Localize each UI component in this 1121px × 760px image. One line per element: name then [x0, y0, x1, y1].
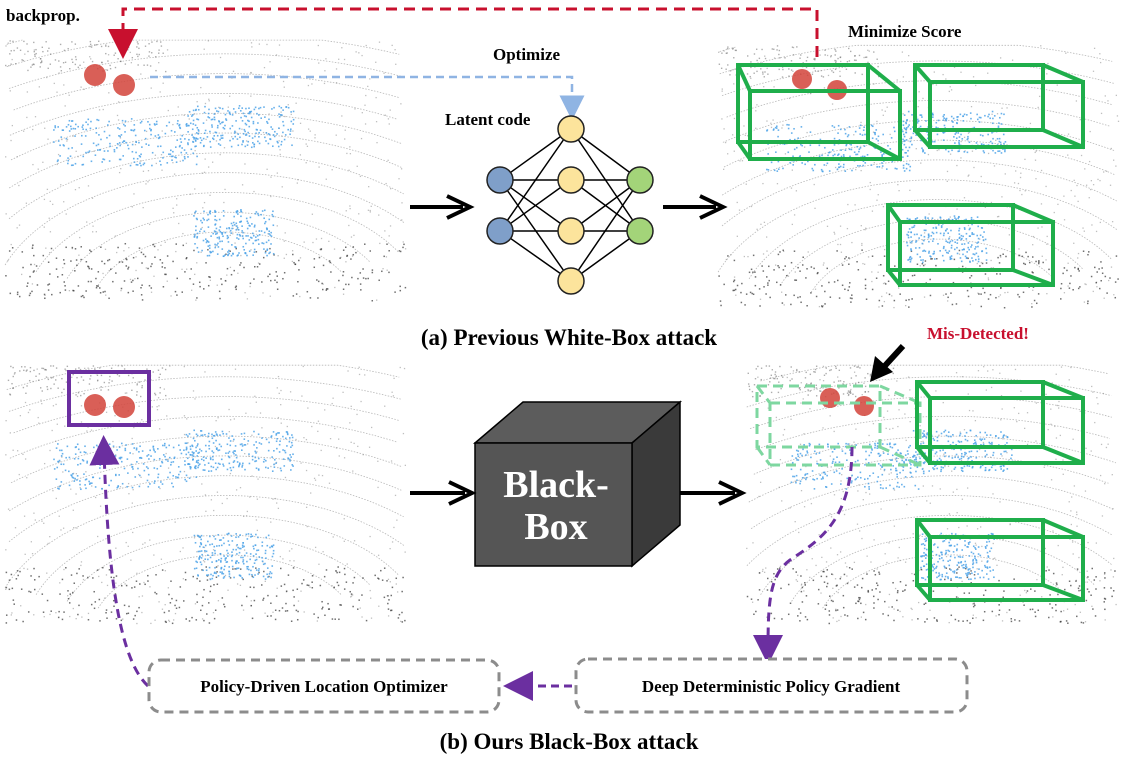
ddpg-box — [574, 657, 969, 714]
policy-optimizer-label: Policy-Driven Location Optimizer — [200, 677, 448, 696]
minimize-score-label: Minimize Score — [848, 22, 962, 41]
backprop-arrow — [108, 7, 819, 59]
attack-location-box — [67, 370, 151, 427]
adversarial-points-a — [84, 64, 135, 96]
optimize-label: Optimize — [493, 45, 560, 64]
policy-optimizer-box — [147, 658, 501, 714]
detection-boxes-b — [915, 380, 1085, 602]
latent-code-label: Latent code — [445, 110, 531, 129]
caption-b: (b) Ours Black-Box attack — [440, 729, 699, 754]
neural-network-icon — [486, 115, 654, 295]
optimize-arrow — [150, 75, 585, 121]
blackbox-label-line1: Black- — [503, 464, 609, 506]
point-cloud-scene-input-a — [4, 39, 407, 302]
blackbox-label-line2: Box — [524, 506, 587, 548]
missed-detection-box — [755, 384, 922, 467]
mis-detected-arrow — [870, 343, 906, 382]
ddpg-label: Deep Deterministic Policy Gradient — [642, 677, 901, 696]
backprop-label: backprop. — [6, 6, 80, 25]
point-cloud-scene-output-b — [746, 364, 1117, 625]
policy-arrow-to-input — [89, 435, 150, 688]
mis-detected-label: Mis-Detected! — [927, 324, 1029, 343]
point-cloud-scene-input-b — [4, 364, 406, 625]
flow-arrows-b — [410, 480, 747, 506]
caption-a: (a) Previous White-Box attack — [421, 325, 717, 350]
flow-arrows-a — [410, 194, 728, 220]
cube-icon — [472, 400, 683, 568]
adversarial-points-a-out — [792, 69, 847, 100]
policy-arrow-to-ddpg — [753, 446, 854, 665]
adversarial-points-b — [84, 394, 135, 418]
detection-boxes-a — [736, 63, 1085, 287]
